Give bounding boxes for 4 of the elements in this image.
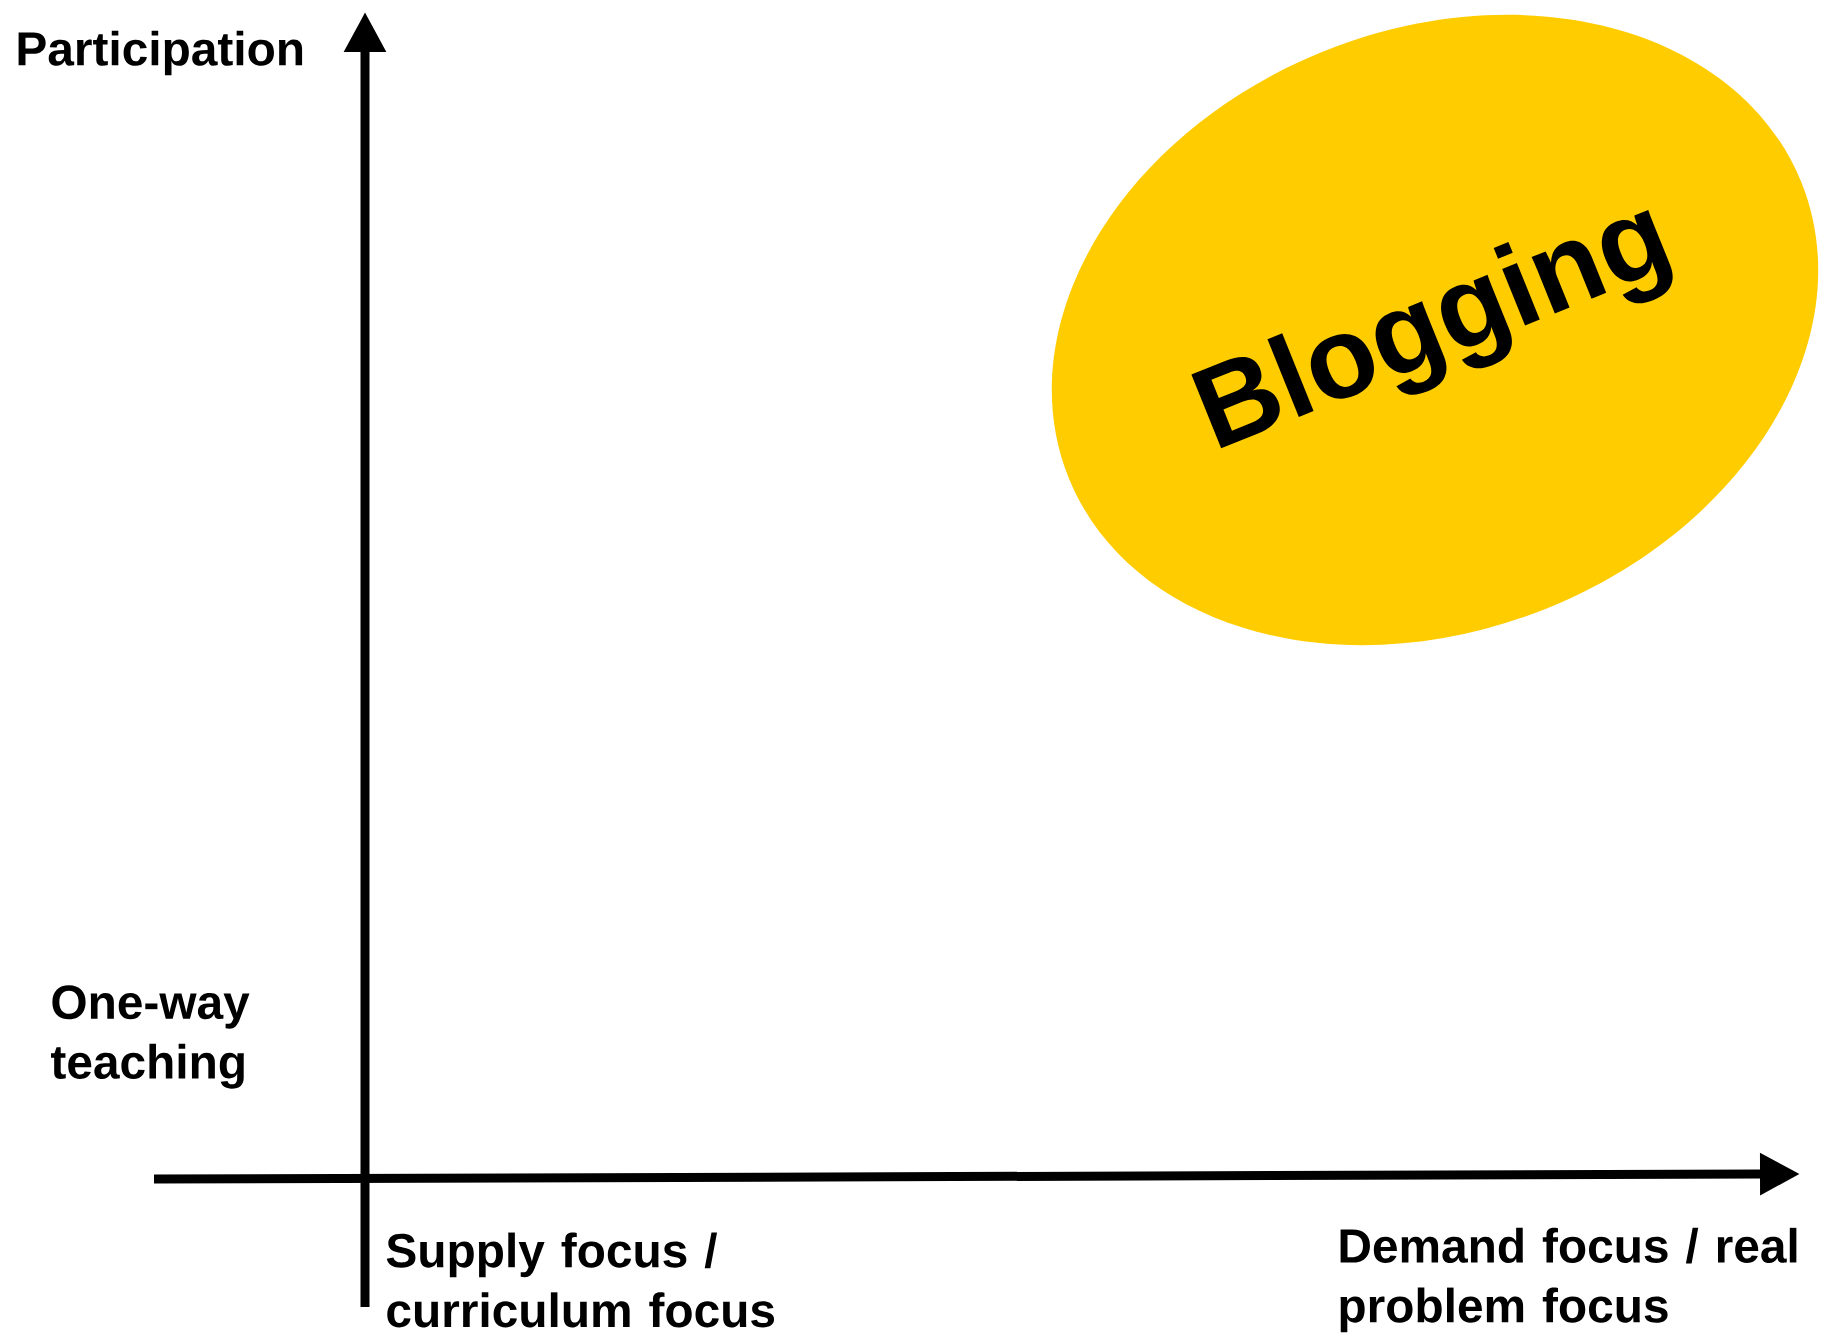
- axis-label: Supply focus / curriculum focus: [386, 1232, 775, 1328]
- axis-label: Participation: [18, 30, 303, 76]
- axis-label: One-way teaching: [51, 985, 250, 1089]
- axis-label: Demand focus / real problem focus: [1340, 1227, 1797, 1333]
